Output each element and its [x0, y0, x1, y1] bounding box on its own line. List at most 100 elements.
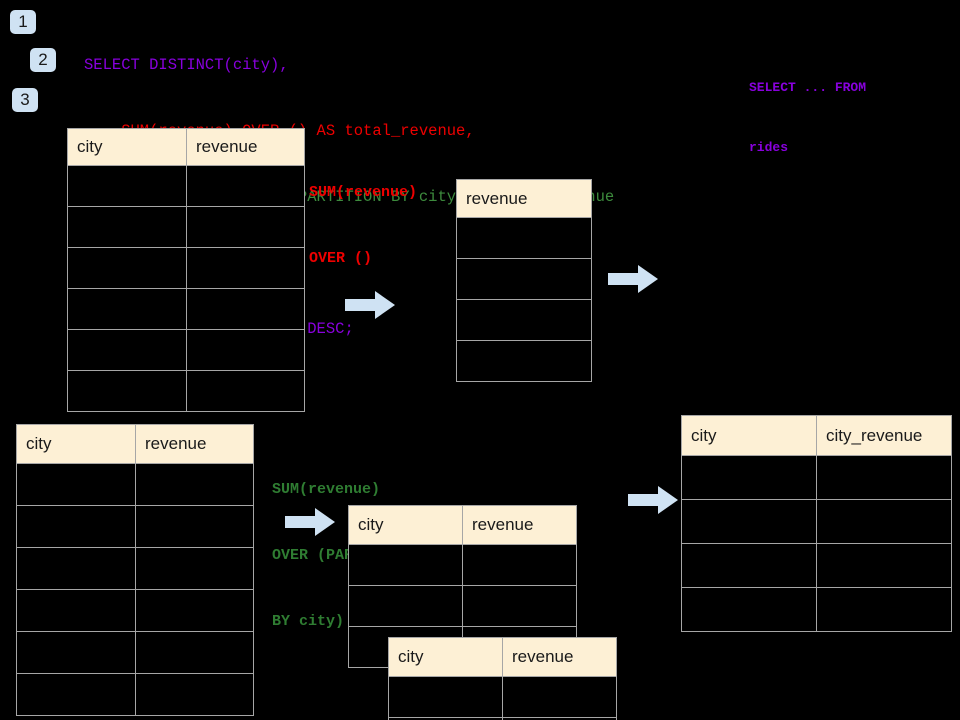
table-row — [388, 676, 617, 718]
table-row — [67, 247, 305, 289]
total-revenue-table: revenue — [456, 179, 592, 382]
cell-revenue — [502, 676, 617, 718]
rides-source-table-top: city revenue — [67, 128, 305, 412]
result-city-revenue-table: city city_revenue — [681, 415, 952, 632]
table-row — [16, 673, 254, 716]
table-row — [681, 499, 952, 544]
cell-city — [681, 543, 817, 588]
step-badge-2: 2 — [30, 48, 56, 72]
cell-city — [16, 673, 136, 716]
table-header-row: city revenue — [67, 128, 305, 166]
side-note-line-2: rides — [749, 140, 789, 155]
table-row — [348, 585, 577, 627]
column-header-city: city — [681, 415, 817, 456]
annotation-line: SUM(revenue) — [272, 481, 381, 498]
table-header-row: city revenue — [348, 505, 577, 545]
cell-city-revenue — [816, 455, 952, 500]
cell-revenue — [135, 463, 254, 506]
cell-revenue — [462, 544, 577, 586]
flow-arrow-bottom-left — [285, 508, 335, 536]
table-row — [456, 258, 592, 300]
cell-revenue — [186, 329, 305, 371]
table-header-row: city city_revenue — [681, 415, 952, 456]
cell-revenue — [502, 717, 617, 720]
cell-city — [16, 631, 136, 674]
partition-group-table-front: city revenue — [388, 637, 617, 720]
table-row — [67, 329, 305, 371]
column-header-revenue: revenue — [456, 179, 592, 218]
table-row — [456, 299, 592, 341]
cell-city-revenue — [816, 587, 952, 632]
cell-revenue — [456, 299, 592, 341]
cell-city — [67, 370, 187, 412]
column-header-revenue: revenue — [186, 128, 305, 166]
table-row — [16, 463, 254, 506]
rides-source-table-bottom: city revenue — [16, 424, 254, 716]
cell-revenue — [186, 370, 305, 412]
table-row — [681, 543, 952, 588]
column-header-revenue: revenue — [502, 637, 617, 677]
cell-revenue — [462, 585, 577, 627]
cell-city — [67, 288, 187, 330]
sql-line-1: SELECT DISTINCT(city), — [84, 56, 289, 74]
cell-revenue — [186, 206, 305, 248]
flow-arrow-bottom-right — [628, 486, 678, 514]
table-row — [348, 544, 577, 586]
cell-revenue — [135, 673, 254, 716]
column-header-city: city — [388, 637, 503, 677]
cell-revenue — [186, 165, 305, 207]
side-note-select-from-rides: SELECT ... FROM rides — [749, 38, 866, 198]
flow-arrow-top-left — [345, 291, 395, 319]
cell-city — [348, 544, 463, 586]
cell-city — [67, 247, 187, 289]
cell-revenue — [186, 288, 305, 330]
table-row — [16, 631, 254, 674]
table-row — [67, 165, 305, 207]
table-header-row: city revenue — [16, 424, 254, 464]
cell-city — [67, 206, 187, 248]
cell-city-revenue — [816, 543, 952, 588]
cell-city — [67, 329, 187, 371]
table-row — [681, 455, 952, 500]
table-row — [67, 288, 305, 330]
column-header-revenue: revenue — [462, 505, 577, 545]
table-row — [16, 505, 254, 548]
cell-revenue — [186, 247, 305, 289]
cell-city — [16, 463, 136, 506]
annotation-line: SUM(revenue) — [309, 184, 418, 201]
table-header-row: revenue — [456, 179, 592, 218]
cell-city — [681, 499, 817, 544]
column-header-city-revenue: city_revenue — [816, 415, 952, 456]
column-header-revenue: revenue — [135, 424, 254, 464]
cell-city — [681, 455, 817, 500]
column-header-city: city — [67, 128, 187, 166]
cell-revenue — [135, 505, 254, 548]
cell-city — [16, 547, 136, 590]
cell-revenue — [135, 631, 254, 674]
cell-city — [16, 505, 136, 548]
cell-revenue — [456, 258, 592, 300]
table-row — [681, 587, 952, 632]
annotation-line: OVER () — [309, 250, 373, 267]
column-header-city: city — [348, 505, 463, 545]
column-header-city: city — [16, 424, 136, 464]
table-row — [16, 547, 254, 590]
table-row — [456, 217, 592, 259]
cell-revenue — [135, 589, 254, 632]
total-revenue-annotation: SUM(revenue) OVER () — [309, 138, 417, 314]
step-badge-1: 1 — [10, 10, 36, 34]
table-header-row: city revenue — [388, 637, 617, 677]
table-row — [67, 370, 305, 412]
flow-arrow-top-right — [608, 265, 658, 293]
cell-city — [16, 589, 136, 632]
side-note-line-1: SELECT ... FROM — [749, 80, 867, 95]
step-badge-3: 3 — [12, 88, 38, 112]
cell-revenue — [456, 340, 592, 382]
table-row — [388, 717, 617, 720]
table-row — [16, 589, 254, 632]
table-row — [456, 340, 592, 382]
cell-revenue — [135, 547, 254, 590]
annotation-line: BY city) — [272, 613, 345, 630]
cell-revenue — [456, 217, 592, 259]
